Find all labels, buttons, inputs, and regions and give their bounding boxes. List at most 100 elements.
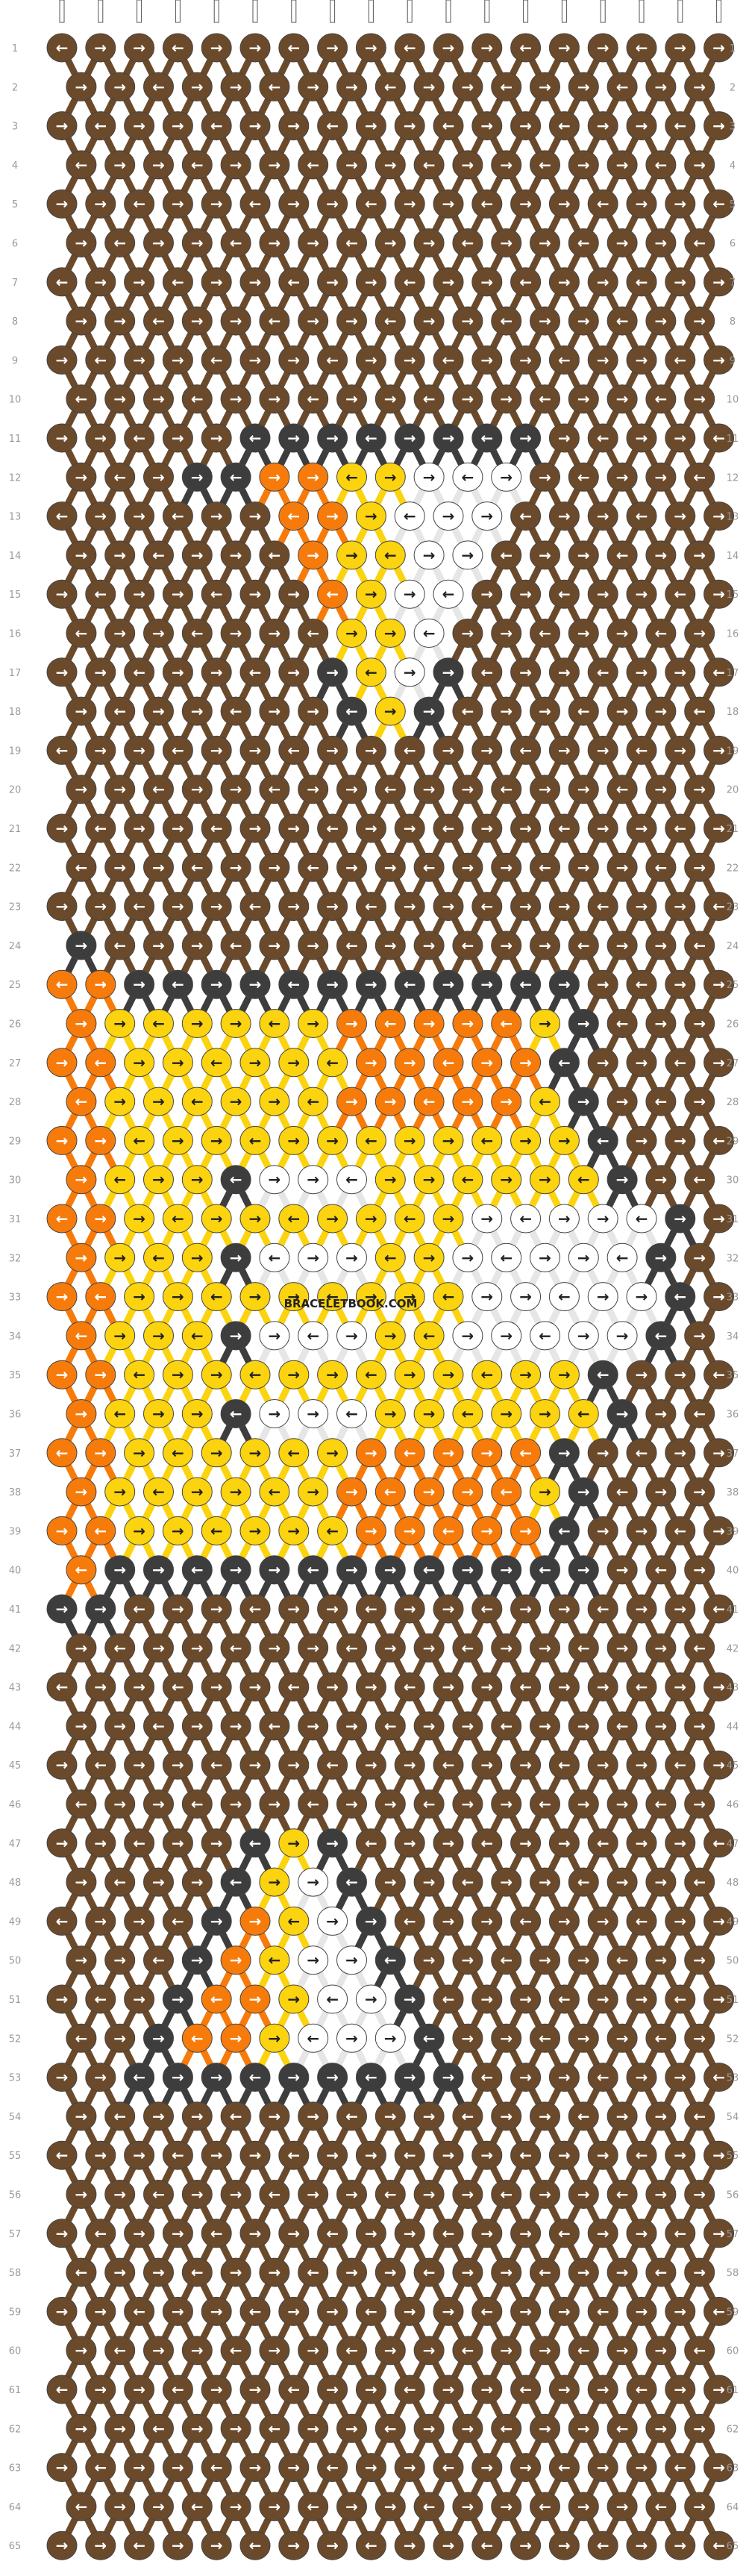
knot: →	[665, 1828, 696, 1858]
arrow-left-icon: ←	[616, 1951, 629, 1969]
arrow-left-icon: ←	[326, 1756, 339, 1774]
knot: →	[336, 306, 367, 336]
knot: →	[220, 1711, 251, 1741]
knot: →	[336, 384, 367, 414]
knot: →	[374, 462, 406, 492]
knot: →	[317, 969, 348, 999]
knot: ←	[298, 1789, 329, 1819]
knot: →	[530, 1165, 560, 1195]
arrow-right-icon: →	[577, 312, 590, 330]
knot: →	[530, 540, 560, 570]
arrow-right-icon: →	[152, 1795, 165, 1813]
knot: ←	[530, 1555, 560, 1585]
knot: ←	[684, 1399, 715, 1428]
arrow-right-icon: →	[345, 1717, 358, 1735]
arrow-left-icon: ←	[133, 429, 145, 447]
arrow-right-icon: →	[539, 1171, 551, 1189]
knot: →	[317, 1828, 348, 1858]
knot: →	[394, 345, 425, 375]
arrow-right-icon: →	[287, 351, 300, 369]
arrow-left-icon: ←	[558, 585, 571, 603]
arrow-left-icon: ←	[519, 741, 532, 759]
knot: →	[181, 1242, 213, 1272]
arrow-right-icon: →	[345, 625, 358, 643]
knot: →	[336, 1242, 367, 1272]
arrow-right-icon: →	[269, 1405, 281, 1423]
knot: ←	[317, 1984, 348, 2014]
arrow-right-icon: →	[674, 429, 686, 447]
knot: →	[162, 189, 193, 219]
arrow-right-icon: →	[230, 78, 242, 96]
knot: →	[201, 189, 232, 219]
knot: ←	[530, 1321, 560, 1351]
arrow-right-icon: →	[210, 1131, 223, 1149]
knot: →	[413, 931, 445, 960]
arrow-right-icon: →	[597, 351, 609, 369]
knot: →	[85, 2063, 116, 2092]
arrow-right-icon: →	[423, 1405, 436, 1423]
knot: →	[336, 1321, 367, 1351]
arrow-right-icon: →	[384, 1561, 397, 1579]
arrow-left-icon: ←	[152, 1717, 165, 1735]
arrow-left-icon: ←	[287, 1210, 300, 1228]
arrow-right-icon: →	[558, 1678, 571, 1696]
knot: ←	[606, 72, 638, 101]
knot: ←	[162, 735, 193, 765]
knot: →	[104, 1242, 136, 1272]
knot: →	[317, 33, 348, 63]
knot: →	[201, 1360, 232, 1389]
knot: ←	[374, 1477, 406, 1507]
knot: →	[413, 1399, 445, 1428]
arrow-right-icon: →	[480, 1522, 493, 1539]
arrow-right-icon: →	[674, 1600, 686, 1618]
knot: ←	[510, 1438, 542, 1468]
arrow-right-icon: →	[462, 858, 474, 876]
arrow-left-icon: ←	[616, 1248, 629, 1266]
knot: ←	[471, 189, 503, 219]
knot: ←	[85, 1750, 116, 1780]
knot: ←	[548, 345, 580, 375]
arrow-left-icon: ←	[230, 2107, 242, 2125]
knot: →	[104, 540, 136, 570]
knot: →	[259, 228, 290, 257]
arrow-right-icon: →	[712, 1522, 725, 1539]
knot: →	[433, 1828, 464, 1858]
knot: →	[510, 892, 542, 922]
knot: ←	[433, 345, 464, 375]
arrow-right-icon: →	[404, 117, 416, 135]
arrow-left-icon: ←	[712, 1366, 725, 1384]
arrow-right-icon: →	[500, 468, 513, 486]
arrow-right-icon: →	[404, 429, 416, 447]
knot: →	[66, 696, 97, 726]
knot: →	[548, 1906, 580, 1936]
arrow-left-icon: ←	[597, 1600, 609, 1618]
arrow-left-icon: ←	[693, 702, 706, 720]
arrow-left-icon: ←	[307, 858, 319, 876]
arrow-right-icon: →	[269, 1639, 281, 1657]
knot: →	[684, 1945, 715, 1975]
knot: →	[162, 1828, 193, 1858]
arrow-right-icon: →	[577, 78, 590, 96]
arrow-right-icon: →	[384, 937, 397, 954]
knot: ←	[665, 1282, 696, 1312]
arrow-left-icon: ←	[462, 1873, 474, 1891]
knot: →	[298, 1009, 329, 1038]
arrow-right-icon: →	[75, 1248, 88, 1266]
knot: →	[394, 2063, 425, 2092]
arrow-left-icon: ←	[655, 858, 668, 876]
knot: ←	[510, 1204, 542, 1234]
arrow-right-icon: →	[500, 1405, 513, 1423]
knot: ←	[394, 501, 425, 531]
arrow-right-icon: →	[365, 819, 377, 837]
knot: →	[278, 111, 310, 141]
knot: ←	[66, 1087, 97, 1116]
arrow-left-icon: ←	[558, 117, 571, 135]
knot: →	[510, 1984, 542, 2014]
arrow-left-icon: ←	[577, 702, 590, 720]
arrow-right-icon: →	[365, 351, 377, 369]
knot: →	[317, 501, 348, 531]
arrow-right-icon: →	[480, 1288, 493, 1306]
knot: →	[645, 1242, 677, 1272]
knot: →	[471, 1282, 503, 1312]
knot: →	[394, 1594, 425, 1624]
